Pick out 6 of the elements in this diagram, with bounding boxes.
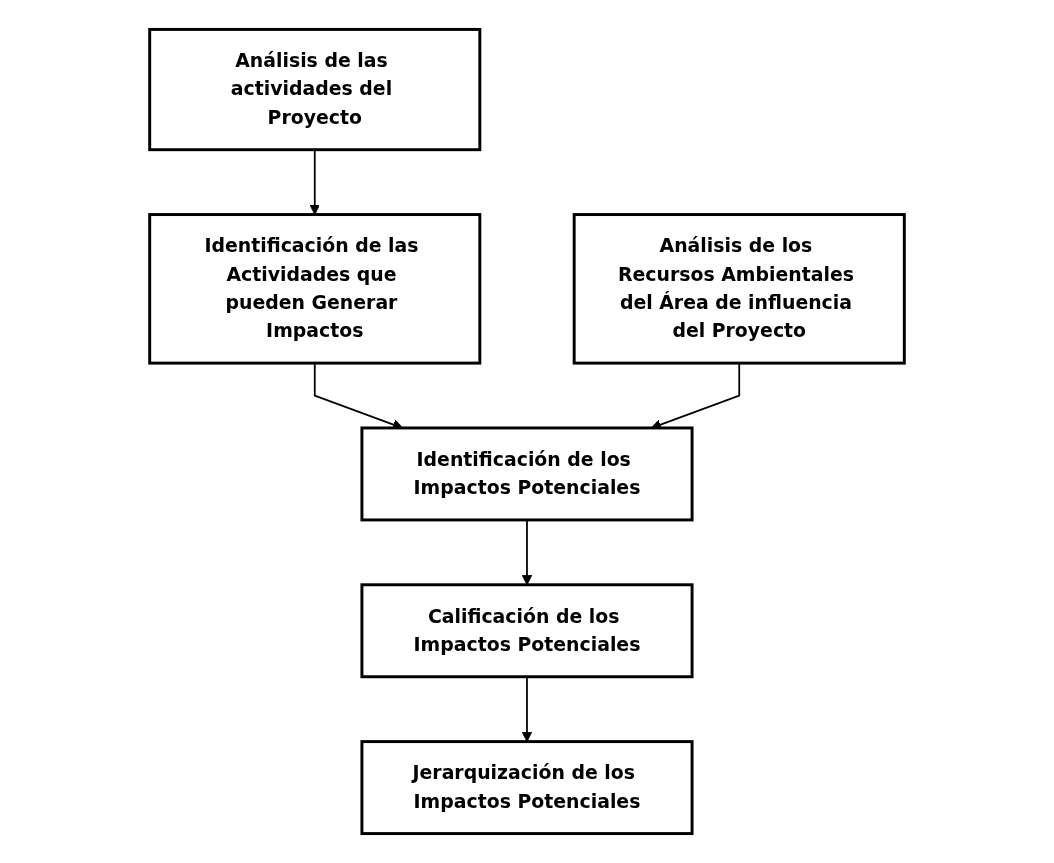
node-box: Análisis de las actividades del Proyecto: [148, 27, 482, 152]
node-box: Identificación de los Impactos Potenciales: [360, 426, 694, 522]
node-box: Identificación de las Actividades que pueden Generar Impactos: [148, 213, 482, 365]
node-box: Calificación de los Impactos Potenciales: [360, 583, 694, 679]
node-box: Jerarquización de los Impactos Potenciales: [360, 740, 694, 836]
node-box: Análisis de los Recursos Ambientales del Área de influencia del Proyecto: [572, 213, 906, 365]
